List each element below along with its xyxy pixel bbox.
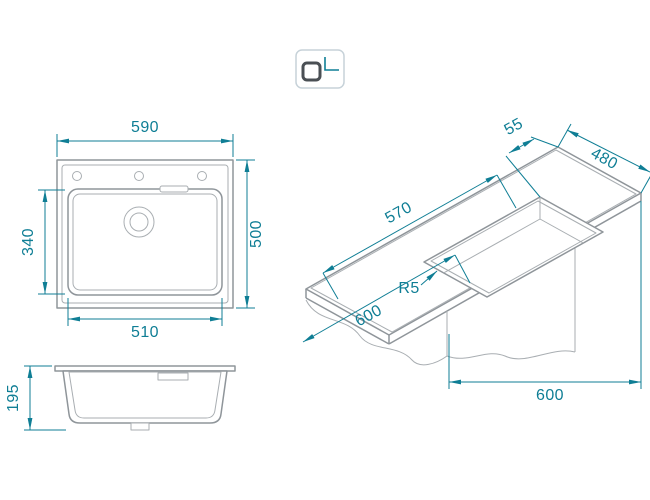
faucet-hole-right xyxy=(197,171,207,181)
side-view xyxy=(54,365,236,431)
dim-label-510: 510 xyxy=(131,324,159,341)
icon-basin-shape xyxy=(301,61,322,82)
drain-inner-circle xyxy=(129,212,149,232)
mount-type-icon xyxy=(295,49,345,89)
dimension-line xyxy=(566,129,650,173)
dim-340: 340 xyxy=(20,189,65,295)
extension-line xyxy=(496,174,517,209)
dim-label-340: 340 xyxy=(20,228,37,256)
body-profile xyxy=(62,370,228,424)
break-wave-bottom xyxy=(446,350,576,360)
basin-interior xyxy=(424,197,603,297)
iso-view xyxy=(305,146,642,366)
sink-rim-line xyxy=(61,164,229,304)
dim-600-bottom: 600 xyxy=(448,201,642,404)
extension-line xyxy=(454,254,471,284)
dim-500: 500 xyxy=(236,159,265,309)
dim-55: 55 xyxy=(502,115,559,198)
drain-stub xyxy=(130,422,150,431)
faucet-hole-left xyxy=(72,171,82,181)
extension-line xyxy=(505,155,541,198)
basin-rim-line xyxy=(72,193,218,291)
basin-outline xyxy=(67,188,223,296)
extension-line xyxy=(640,176,650,194)
basin-floor xyxy=(424,218,603,297)
dim-label-590: 590 xyxy=(131,119,159,136)
top-view xyxy=(56,159,234,309)
extension-line xyxy=(530,136,559,148)
dim-label-195: 195 xyxy=(5,384,22,412)
extension-line xyxy=(557,123,572,148)
dim-label-r5: R5 xyxy=(398,280,419,297)
overflow-box xyxy=(157,372,189,381)
body-inner-line xyxy=(68,371,222,419)
icon-counter-line xyxy=(324,57,339,71)
dim-195: 195 xyxy=(5,365,66,431)
dimension-line xyxy=(508,138,535,154)
dimension-line xyxy=(302,254,456,343)
dim-label-600-cabinet: 600 xyxy=(536,387,564,404)
overflow-slot xyxy=(159,185,189,193)
dim-label-55: 55 xyxy=(502,115,527,139)
dim-510: 510 xyxy=(67,298,223,341)
dim-label-500: 500 xyxy=(248,220,265,248)
faucet-hole-center xyxy=(134,171,144,181)
dim-label-570: 570 xyxy=(382,199,415,227)
dim-590: 590 xyxy=(56,119,234,157)
